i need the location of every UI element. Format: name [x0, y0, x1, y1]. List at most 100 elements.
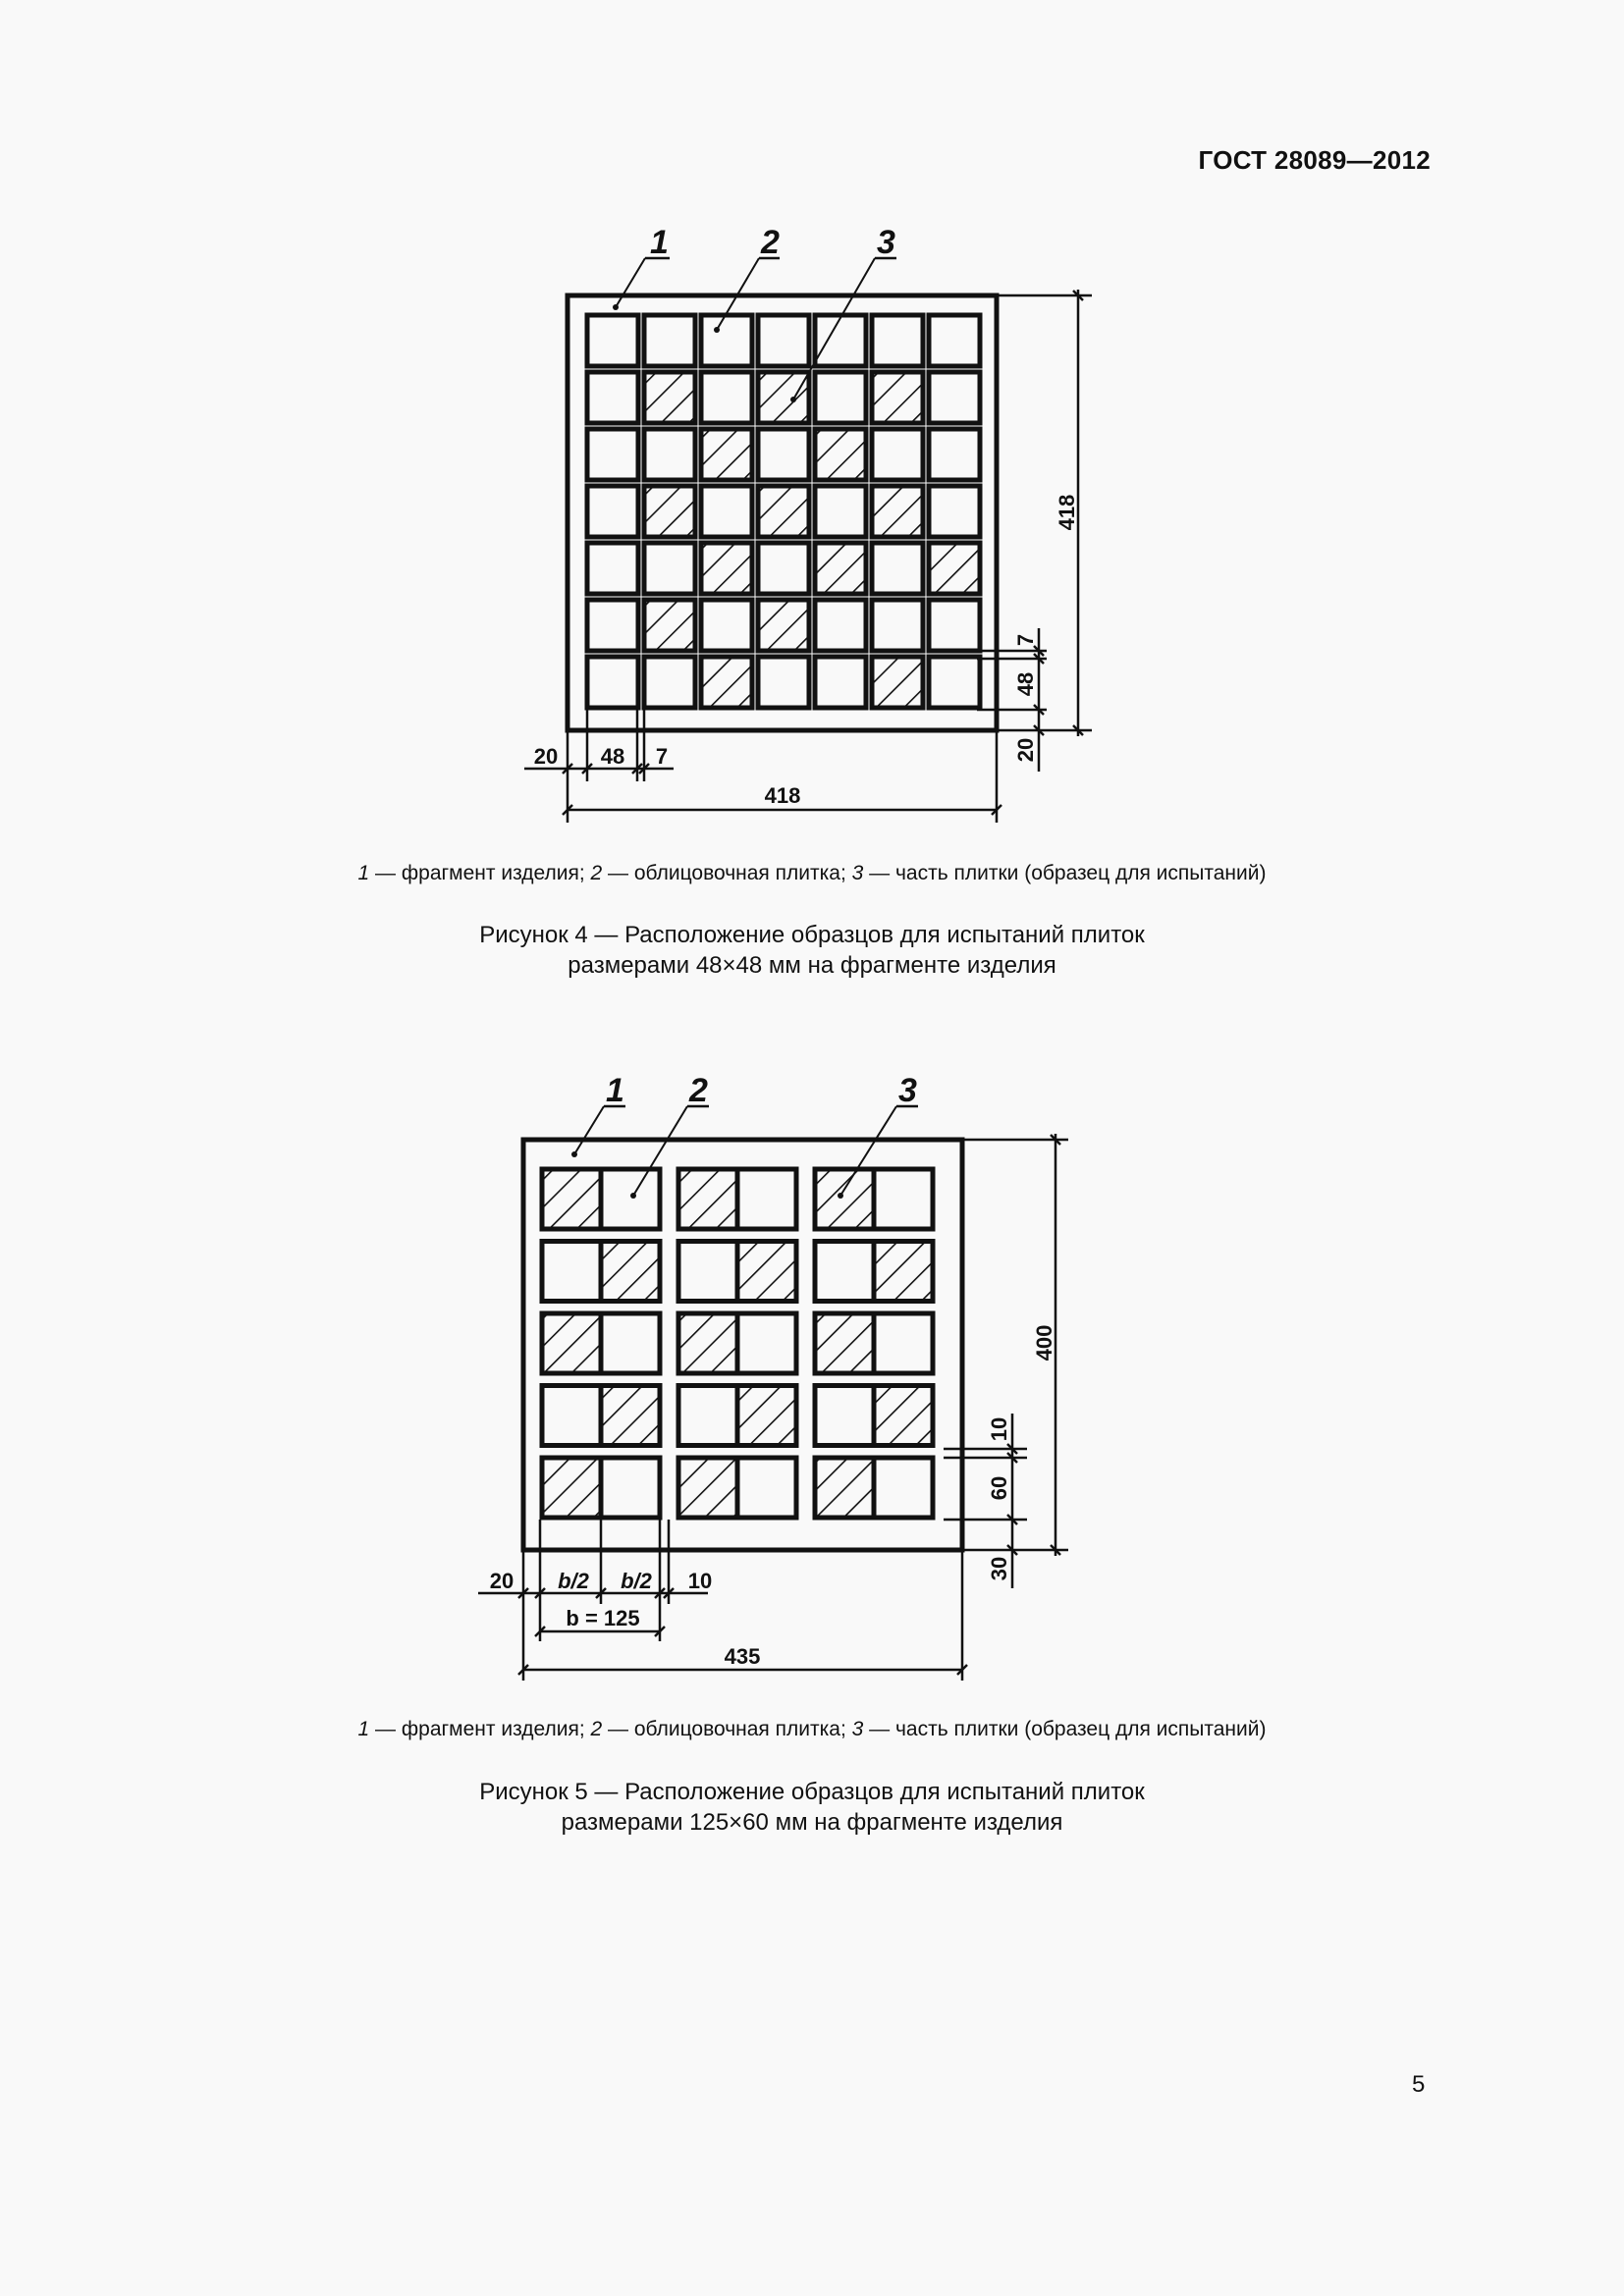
svg-text:b/2: b/2 — [621, 1569, 653, 1593]
test-sample-tile — [641, 597, 698, 654]
document-number: ГОСТ 28089—2012 — [1198, 145, 1431, 175]
test-sample-tile — [641, 483, 698, 540]
svg-text:435: 435 — [725, 1644, 761, 1669]
test-sample-tile — [812, 540, 869, 597]
facing-tile — [869, 597, 926, 654]
facing-tile — [755, 426, 812, 483]
figure-5-drawing: 1 2 3 400 10 60 30 — [478, 1072, 1068, 1681]
facing-tile — [926, 426, 983, 483]
product-fragment-frame — [565, 293, 1000, 733]
svg-text:1: 1 — [606, 1072, 624, 1109]
facing-tile — [584, 426, 641, 483]
figure-4-drawing: 1 2 3 418 7 48 20 — [524, 224, 1092, 823]
right-dimensions — [944, 1134, 1068, 1588]
callout-1: 1 — [571, 1072, 625, 1157]
test-sample-half — [815, 1313, 874, 1373]
svg-text:7: 7 — [656, 744, 668, 769]
test-sample-half — [815, 1458, 874, 1518]
facing-tile — [812, 654, 869, 711]
svg-text:418: 418 — [765, 783, 801, 808]
svg-text:20: 20 — [534, 744, 558, 769]
svg-text:20: 20 — [490, 1569, 514, 1593]
test-sample-tile — [812, 426, 869, 483]
callout-3: 3 — [790, 224, 896, 402]
facing-tile — [755, 540, 812, 597]
figure-4-legend: 1 — фрагмент изделия; 2 — облицовочная п… — [357, 862, 1267, 884]
facing-tile — [698, 312, 755, 369]
figure-4-caption: Рисунок 4 — Расположение образцов для ис… — [479, 922, 1145, 979]
facing-tile — [926, 597, 983, 654]
test-sample-half — [601, 1385, 660, 1446]
facing-tile — [869, 540, 926, 597]
test-sample-tile — [698, 426, 755, 483]
figure-5-legend: 1 — фрагмент изделия; 2 — облицовочная п… — [357, 1718, 1267, 1740]
facing-tile — [755, 312, 812, 369]
callout-2: 2 — [714, 224, 780, 333]
facing-tile — [812, 369, 869, 426]
svg-text:7: 7 — [1013, 634, 1038, 646]
bottom-dimensions — [478, 1520, 968, 1681]
svg-text:400: 400 — [1032, 1325, 1056, 1362]
svg-text:10: 10 — [987, 1417, 1011, 1441]
test-sample-half — [542, 1458, 601, 1518]
test-sample-half — [815, 1169, 874, 1229]
bottom-dimensions — [524, 709, 1002, 823]
facing-tile — [584, 483, 641, 540]
svg-text:3: 3 — [877, 224, 895, 261]
facing-tile — [641, 312, 698, 369]
test-sample-tile — [869, 654, 926, 711]
svg-text:b/2: b/2 — [558, 1569, 590, 1593]
svg-text:2: 2 — [760, 224, 780, 261]
test-sample-tile — [755, 483, 812, 540]
test-sample-half — [542, 1169, 601, 1229]
svg-text:418: 418 — [1055, 495, 1079, 531]
facing-tile — [641, 426, 698, 483]
test-sample-tile — [755, 597, 812, 654]
facing-tile — [698, 369, 755, 426]
svg-text:b = 125: b = 125 — [566, 1606, 639, 1630]
test-sample-tile — [869, 483, 926, 540]
svg-text:48: 48 — [1013, 672, 1038, 696]
facing-tile — [584, 654, 641, 711]
facing-tile — [812, 597, 869, 654]
test-sample-half — [874, 1241, 933, 1302]
facing-tile — [926, 483, 983, 540]
test-sample-tile — [755, 369, 812, 426]
test-sample-half — [601, 1241, 660, 1302]
callout-3: 3 — [838, 1072, 918, 1199]
facing-tile — [812, 483, 869, 540]
test-sample-half — [737, 1385, 796, 1446]
right-dimensions — [977, 290, 1092, 772]
figure-5-caption: Рисунок 5 — Расположение образцов для ис… — [479, 1779, 1145, 1836]
test-sample-tile — [869, 369, 926, 426]
svg-text:3: 3 — [898, 1072, 917, 1109]
facing-tile — [926, 312, 983, 369]
svg-text:1: 1 — [650, 224, 669, 261]
svg-text:30: 30 — [987, 1557, 1011, 1580]
facing-tile — [869, 312, 926, 369]
test-sample-half — [874, 1385, 933, 1446]
facing-tile — [641, 540, 698, 597]
callout-2: 2 — [630, 1072, 709, 1199]
facing-tile — [698, 483, 755, 540]
svg-text:2: 2 — [688, 1072, 708, 1109]
test-sample-tile — [926, 540, 983, 597]
facing-tile — [812, 312, 869, 369]
facing-tile — [641, 654, 698, 711]
test-sample-half — [678, 1169, 737, 1229]
test-sample-half — [737, 1241, 796, 1302]
test-sample-half — [678, 1458, 737, 1518]
svg-text:60: 60 — [987, 1476, 1011, 1500]
facing-tile — [869, 426, 926, 483]
svg-text:20: 20 — [1013, 738, 1038, 762]
facing-tile — [698, 597, 755, 654]
facing-tile — [926, 369, 983, 426]
callout-1: 1 — [613, 224, 670, 310]
facing-tile — [926, 654, 983, 711]
facing-tile — [584, 312, 641, 369]
facing-tile — [584, 597, 641, 654]
test-sample-half — [542, 1313, 601, 1373]
test-sample-tile — [698, 540, 755, 597]
svg-text:10: 10 — [688, 1569, 712, 1593]
test-sample-half — [678, 1313, 737, 1373]
